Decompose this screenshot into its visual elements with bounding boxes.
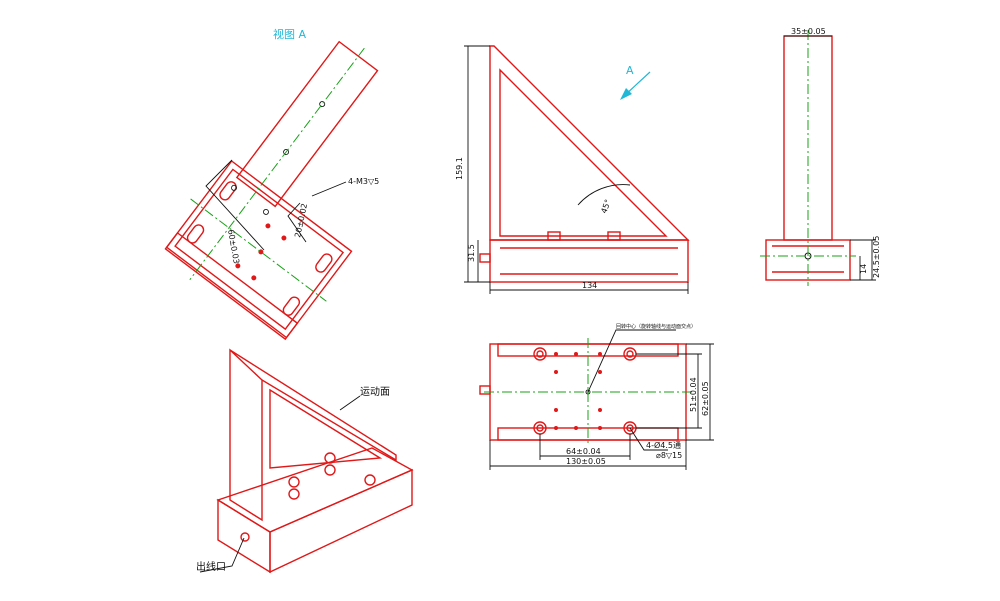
view-a-hole (265, 223, 271, 229)
side-base (765, 239, 851, 281)
view-a-hole (281, 235, 287, 241)
front-angle: 45° (599, 198, 612, 214)
view-a-slot (315, 253, 333, 273)
top-counterbore-spec: ⌀8▽15 (656, 451, 682, 460)
front-tab (547, 231, 561, 241)
view-arrow-a-head (620, 88, 632, 100)
view-a-slot (219, 181, 237, 201)
view-a-slot (282, 296, 301, 316)
top-overall-x: 130±0.05 (566, 457, 606, 466)
front-height: 159.1 (455, 157, 464, 180)
top-counterbore (623, 347, 637, 361)
side-base-height: 24.5±0.05 (872, 236, 881, 278)
top-hole (598, 352, 602, 356)
motion-surface-label: 运动面 (360, 386, 390, 398)
view-arrow-a-label: A (626, 64, 634, 77)
top-view: 回转中心（旋转轴线与运动面交点） 51±0.04 62±0.05 64±0.04… (479, 323, 714, 470)
top-hole (554, 408, 558, 412)
side-top-width: 35±0.05 (791, 27, 826, 36)
iso-cable-leader (199, 537, 245, 573)
view-a-spacing-long: 60±0.03 (226, 229, 241, 265)
view-a: 视图 A (164, 27, 379, 341)
top-hole (574, 352, 578, 356)
iso-hole (288, 476, 300, 488)
top-note: 回转中心（旋转轴线与运动面交点） (616, 323, 696, 330)
top-note-leader (587, 329, 676, 393)
iso-hole (364, 474, 376, 486)
top-counterbore (533, 347, 547, 361)
iso-plate-hyp (229, 349, 397, 462)
view-a-dim-line (205, 159, 265, 251)
side-center-height: 14 (859, 264, 868, 274)
cable-outlet-label: 出线口 (196, 560, 226, 573)
top-counterbore-inner (536, 350, 544, 358)
front-triangle-inner (499, 68, 668, 237)
view-a-leader (311, 181, 347, 197)
top-hole (598, 370, 602, 374)
iso-plate-side (229, 348, 263, 522)
iso-plate-window (269, 388, 383, 469)
front-width: 134 (582, 281, 597, 290)
top-holes: 4-Ø4.5通 (646, 440, 681, 450)
top-hole (574, 426, 578, 430)
view-a-centerline (190, 198, 327, 302)
view-a-slot (186, 224, 205, 244)
top-cable-outlet (479, 385, 491, 395)
top-hole (598, 426, 602, 430)
front-base (489, 239, 689, 283)
top-counterbore-inner (626, 350, 634, 358)
iso-motion-leader (339, 395, 361, 411)
view-a-thread-label: 4-M3▽5 (348, 177, 379, 186)
view-a-title: 视图 A (273, 27, 306, 41)
iso-cable-outlet (240, 532, 250, 542)
top-hole-spacing-y: 51±0.04 (689, 377, 698, 412)
top-counterbore-inner (536, 424, 544, 432)
view-a-thread-hole (231, 184, 237, 191)
isometric-view: 运动面 出线口 (196, 348, 414, 574)
view-a-dim-line (287, 202, 307, 243)
front-view: 45° 159.1 31.5 134 A (455, 45, 690, 294)
top-hole-leader (629, 427, 668, 451)
top-hole-spacing-x: 64±0.04 (566, 447, 601, 456)
view-a-base (165, 160, 353, 339)
front-cable-outlet (479, 253, 491, 263)
view-a-centerline (189, 47, 365, 281)
top-hole (554, 352, 558, 356)
front-tab (607, 231, 621, 241)
side-view: 35±0.05 24.5±0.05 14 (760, 27, 881, 286)
front-angle-arc (577, 184, 631, 206)
iso-hole (288, 488, 300, 500)
view-a-base-inner (174, 168, 345, 331)
iso-hole (324, 452, 336, 464)
iso-base-side (269, 468, 413, 574)
view-a-hole (235, 263, 241, 269)
view-a-thread-hole (263, 208, 269, 215)
front-base-height: 31.5 (467, 244, 476, 262)
top-hole (598, 408, 602, 412)
top-hole (554, 426, 558, 430)
front-triangle-outer (489, 45, 690, 241)
view-a-hole (251, 275, 257, 281)
top-counterbore-inner (626, 424, 634, 432)
top-overall-y: 62±0.05 (701, 381, 710, 416)
view-a-base-edge (164, 231, 299, 341)
iso-hole (324, 464, 336, 476)
top-hole (554, 370, 558, 374)
